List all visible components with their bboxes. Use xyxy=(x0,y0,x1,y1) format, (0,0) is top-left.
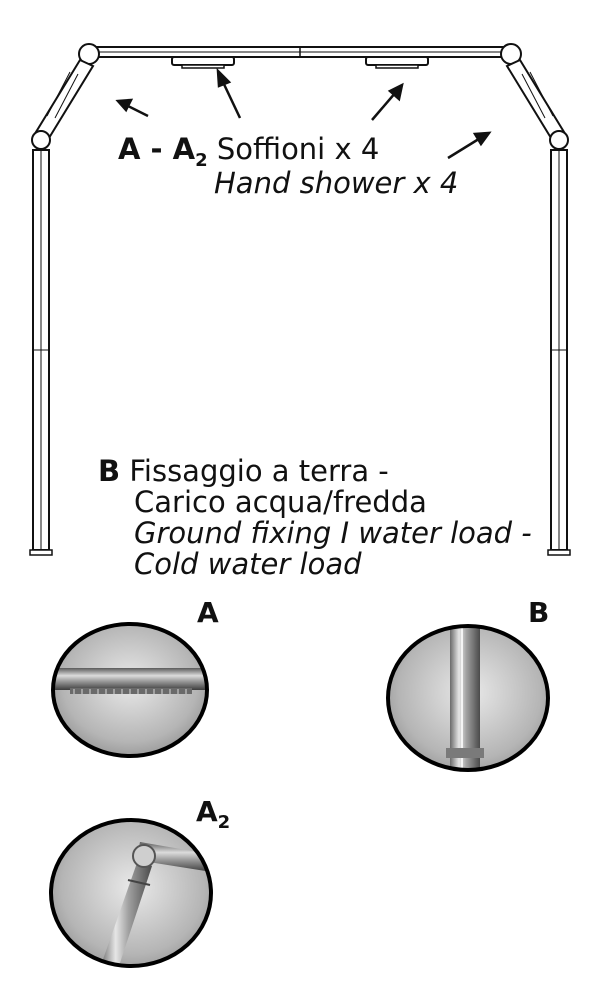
callout-b-line-1: B Fissaggio a terra - xyxy=(98,455,389,487)
detail-a2-code: A xyxy=(196,795,218,828)
arrow-to-right-arm xyxy=(447,131,492,160)
shower-head-right xyxy=(365,56,429,69)
diagonal-arm-right xyxy=(505,58,566,140)
arrow-to-left-arm xyxy=(115,98,149,118)
callout-b-line2-it: Carico acqua/fredda xyxy=(134,485,427,519)
detail-photo-a2 xyxy=(49,818,213,968)
arrow-to-right-head xyxy=(371,82,404,121)
arrow-to-left-head xyxy=(216,67,242,119)
shower-head-left xyxy=(171,56,235,69)
callout-b-line1-en: Ground fixing I water load - xyxy=(134,516,532,550)
diagonal-arm-left xyxy=(34,58,95,140)
top-crossbar xyxy=(91,46,509,58)
callout-a-label-en: Hand shower x 4 xyxy=(214,166,459,200)
detail-a-title: A xyxy=(197,596,219,629)
callout-b-line2-en: Cold water load xyxy=(134,547,362,581)
detail-photo-a xyxy=(51,622,209,758)
elbow-joint-right xyxy=(549,130,569,150)
pointer-arrows xyxy=(115,67,492,160)
detail-a2-title: A2 xyxy=(196,795,230,833)
post-right xyxy=(547,149,571,556)
callout-a-code-subscript: 2 xyxy=(195,150,208,171)
detail-photo-b xyxy=(386,624,550,772)
detail-b-title: B xyxy=(528,596,550,629)
shower-frame xyxy=(29,43,571,556)
callout-a-line-1: A - A2 Soffioni x 4 xyxy=(118,132,380,171)
detail-a2-subscript: 2 xyxy=(217,812,231,833)
callout-a-label-it: Soffioni x 4 xyxy=(216,132,380,166)
callout-b-code: B xyxy=(98,454,121,488)
callout-a-code: A - A xyxy=(118,132,196,166)
post-left xyxy=(29,149,53,556)
elbow-joint-left xyxy=(31,130,51,150)
callout-b-line1-it: Fissaggio a terra - xyxy=(129,454,389,488)
